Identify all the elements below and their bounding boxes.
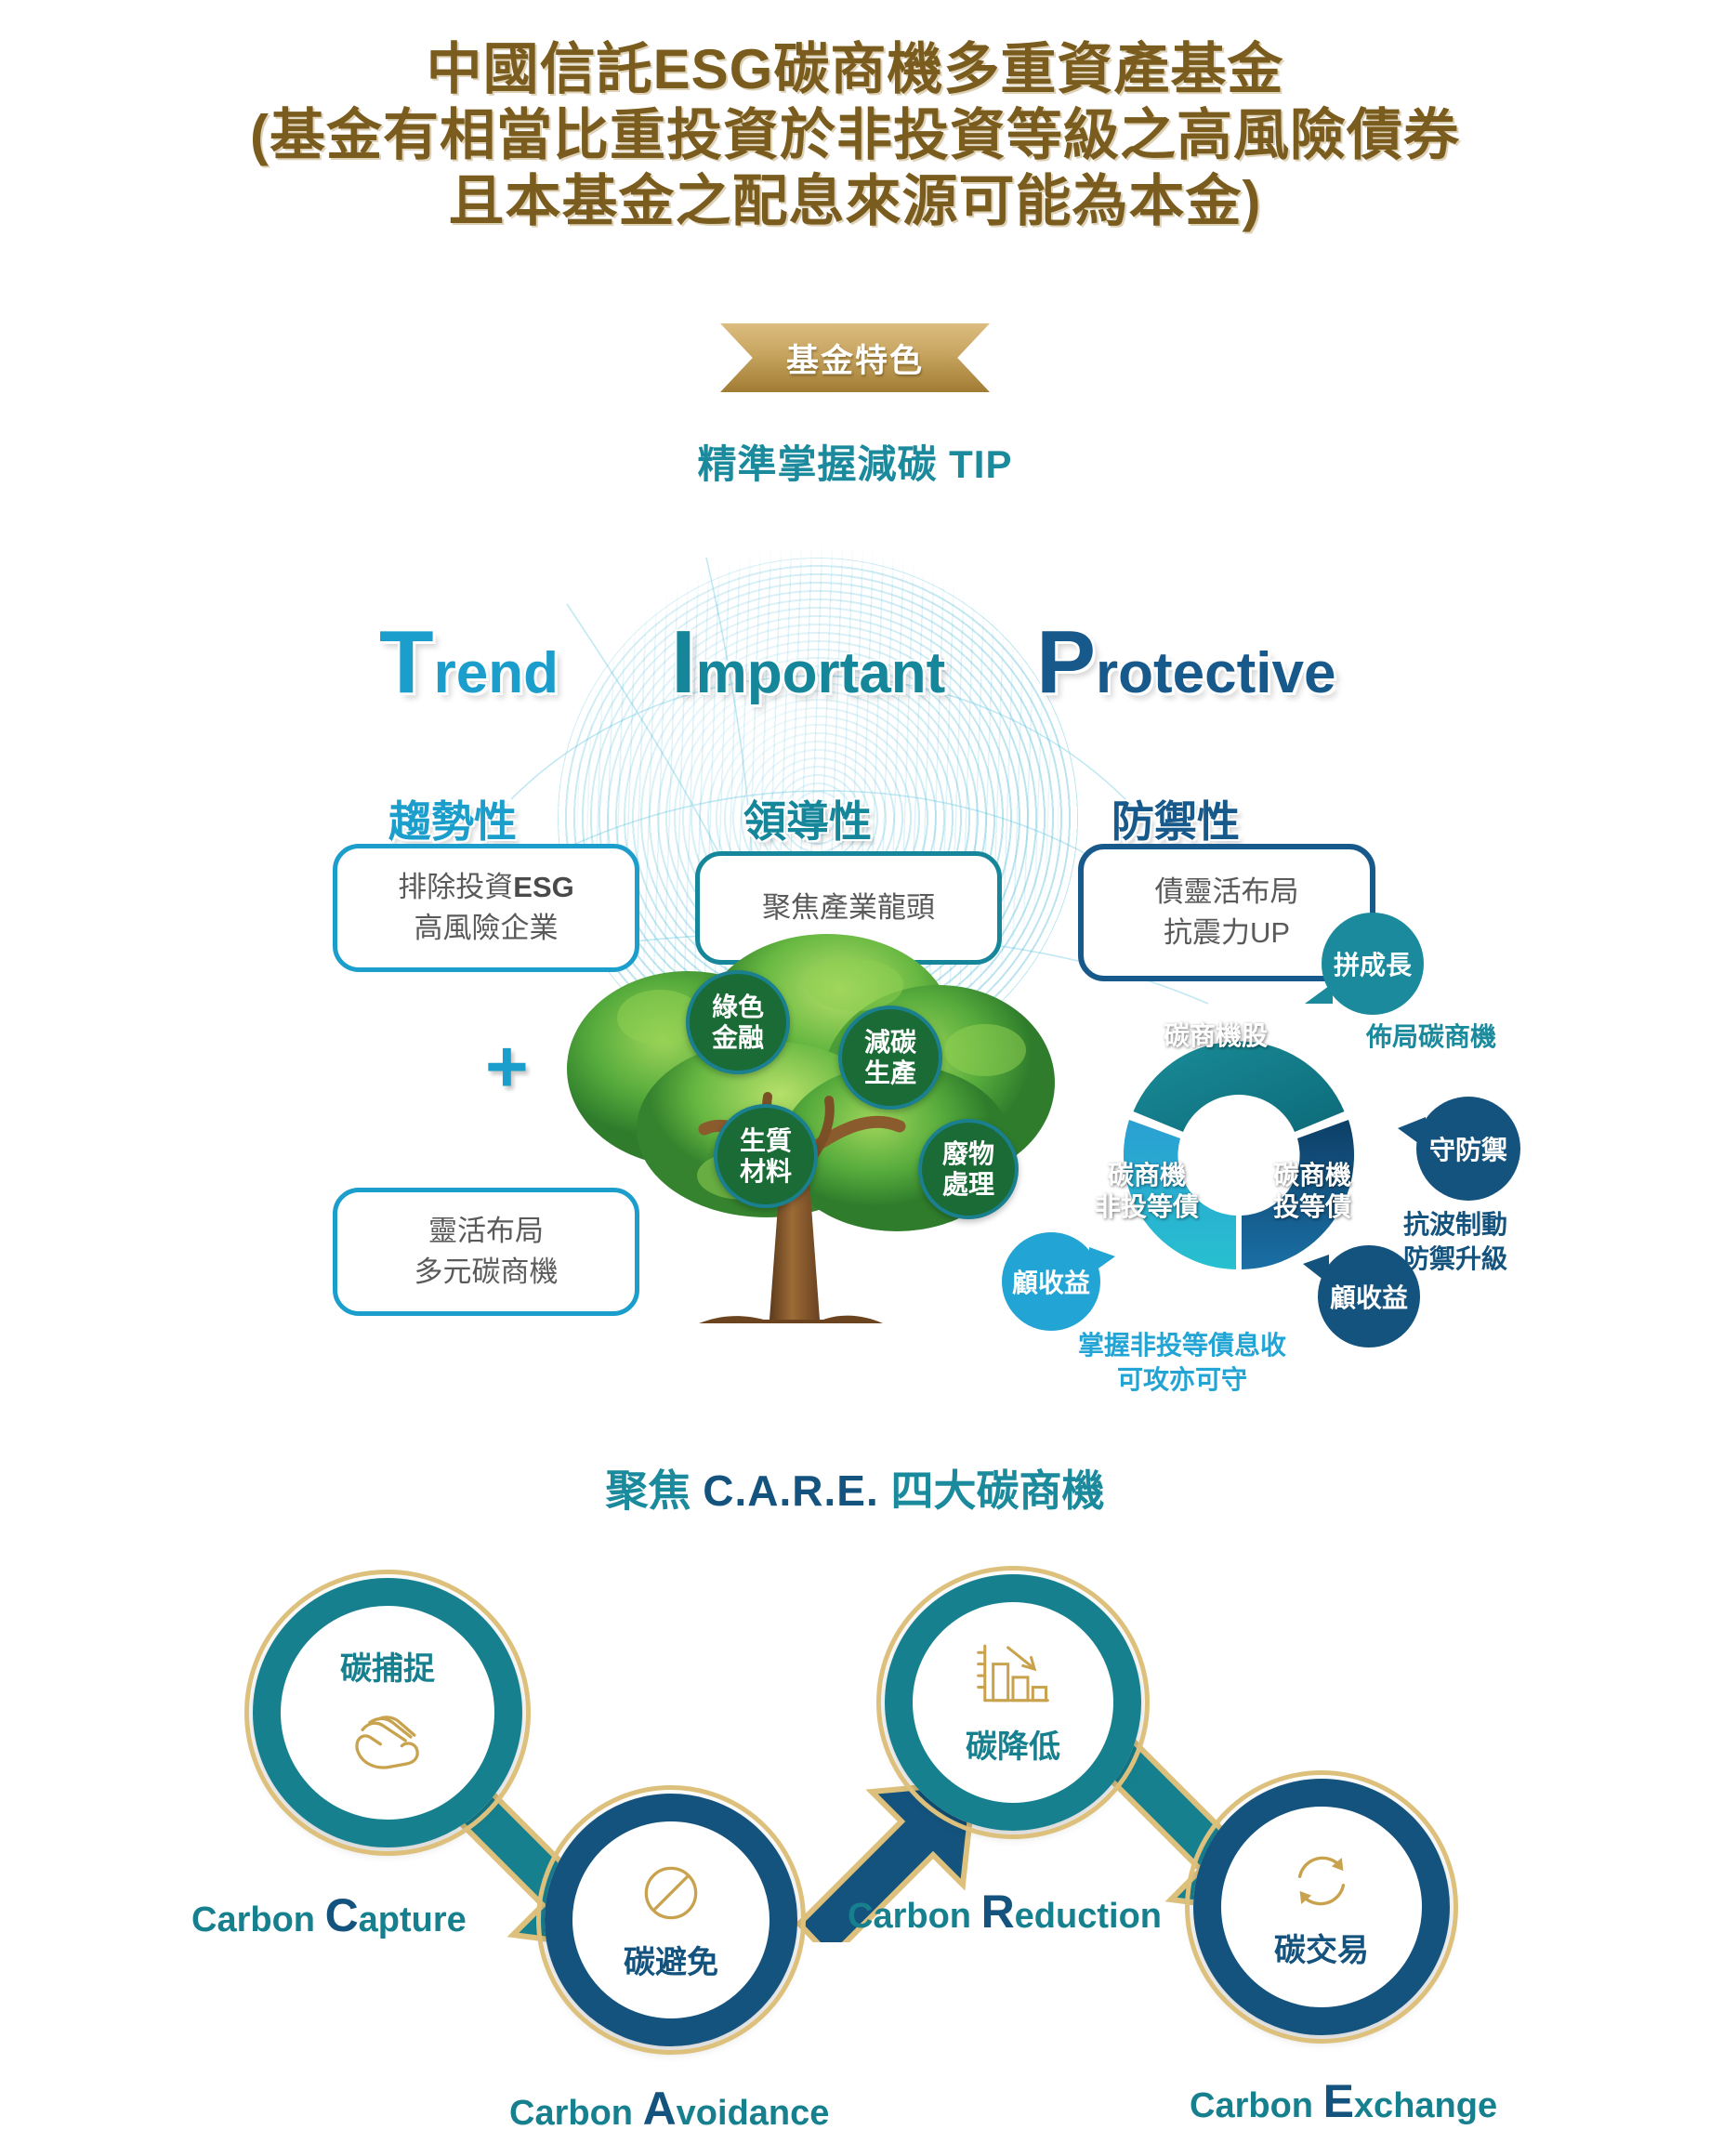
circle-gold-ring <box>536 1785 806 2055</box>
donut-segment-carbon-stocks <box>1133 1041 1345 1132</box>
tip-box-protective-line1: 債靈活布局 <box>1154 874 1299 908</box>
care-circle-carbon-exchange: 碳交易 <box>1185 1770 1458 2044</box>
title-line-2: (基金有相當比重投資於非投資等級之高風險債券 <box>250 103 1460 166</box>
circle-gold-ring <box>1185 1770 1458 2044</box>
callout-caption-defense: 抗波制動防禦升級 <box>1403 1210 1508 1273</box>
care-circle-carbon-avoidance: 碳避免 <box>536 1785 806 2055</box>
tip-cn-label-protective: 防禦性 <box>1112 797 1240 846</box>
care-heading-post: 四大碳商機 <box>878 1466 1105 1515</box>
callout-badge-income-left: 顧收益 <box>1002 1232 1115 1331</box>
care-label-carbon-exchange: 碳交易 <box>1274 1932 1369 1968</box>
callout-badge-defense: 守防禦 <box>1398 1097 1520 1201</box>
callout-badge-income-right: 顧收益 <box>1303 1245 1420 1348</box>
bubble-tail-icon <box>1303 1255 1329 1284</box>
plus-icon: + <box>485 1025 529 1108</box>
bubble-tail-icon <box>1305 983 1333 1004</box>
tip-cap-I: I <box>671 612 696 712</box>
tip-box-flexible: 靈活布局 多元碳商機 <box>333 1188 639 1316</box>
tip-box-flexible-line1: 靈活布局 <box>428 1214 544 1247</box>
green-bubble-green-finance: 綠色金融 <box>686 970 790 1074</box>
asset-allocation-donut-chart <box>1123 1041 1355 1269</box>
donut-label-carbon-stocks: 碳商機股 <box>1164 1021 1269 1050</box>
tip-box-trend-line1: 排除投資ESG <box>398 870 574 903</box>
tip-word-trend: Trend <box>379 611 559 714</box>
recycle-arrows-icon <box>1297 1856 1346 1905</box>
tip-cap-T: T <box>379 612 434 712</box>
hands-icon <box>355 1715 419 1769</box>
care-en-carbon-exchange: Carbon Exchange <box>1190 2075 1498 2127</box>
tip-subtitle: 精準掌握減碳 TIP <box>697 442 1013 486</box>
title-line-3: 且本基金之配息來源可能為本金) <box>448 169 1262 232</box>
bubble-tail-icon <box>1398 1117 1426 1149</box>
tip-cap-P: P <box>1036 612 1097 712</box>
callout-badge-growth: 拼成長 <box>1305 913 1424 1015</box>
care-en-carbon-avoidance: Carbon Avoidance <box>509 2083 830 2135</box>
care-circle-carbon-capture: 碳捕捉 <box>244 1570 531 1856</box>
tip-cn-label-trend: 趨勢性 <box>388 797 517 846</box>
tip-cn-label-important: 領導性 <box>743 797 872 846</box>
care-en-carbon-capture: Carbon Capture <box>191 1889 467 1941</box>
care-label-carbon-capture: 碳捕捉 <box>340 1650 435 1687</box>
declining-bar-chart-icon <box>977 1644 1049 1702</box>
tip-box-flexible-line2: 多元碳商機 <box>414 1255 559 1288</box>
tip-box-important-line1: 聚焦產業龍頭 <box>762 890 935 924</box>
circle-gold-ring <box>244 1570 531 1856</box>
tip-box-protective-line2: 抗震力UP <box>1163 916 1291 949</box>
arrow-avoidance-to-reduction <box>795 1779 978 1942</box>
callout-caption-income: 掌握非投等債息收可攻亦可守 <box>1078 1331 1287 1394</box>
green-bubble-biomaterials: 生質材料 <box>714 1104 818 1208</box>
tip-rest-trend: rend <box>433 641 559 705</box>
green-bubble-waste-treatment: 廢物處理 <box>918 1119 1019 1219</box>
tip-rest-protective: rotective <box>1096 641 1336 705</box>
care-label-carbon-reduction: 碳降低 <box>966 1729 1060 1765</box>
care-en-carbon-reduction: Carbon Reduction <box>848 1886 1162 1938</box>
fund-feature-ribbon: 基金特色 <box>720 323 990 392</box>
title-line-1: 中國信託ESG碳商機多重資產基金 <box>426 38 1284 100</box>
care-heading-acronym: C.A.R.E. <box>703 1466 879 1515</box>
callout-caption-growth: 佈局碳商機 <box>1366 1022 1497 1051</box>
care-circle-carbon-reduction: 碳降低 <box>876 1566 1150 1839</box>
tip-word-important: Important <box>671 611 945 714</box>
donut-segment-carbon-investment-grade <box>1242 1120 1355 1269</box>
tip-box-trend-line2: 高風險企業 <box>414 912 559 944</box>
prohibition-icon <box>644 1866 698 1919</box>
care-heading-pre: 聚焦 <box>605 1466 704 1515</box>
care-section-heading: 聚焦 C.A.R.E. 四大碳商機 <box>0 1457 1710 1518</box>
ribbon-shape <box>720 323 990 392</box>
ribbon-label: 基金特色 <box>785 342 924 379</box>
donut-label-carbon-high-yield: 碳商機非投等債 <box>1095 1161 1200 1221</box>
tip-word-protective: Protective <box>1036 611 1335 714</box>
tip-box-trend: 排除投資ESG 高風險企業 <box>333 844 639 972</box>
bubble-tail-icon <box>1089 1247 1115 1275</box>
circle-gold-ring <box>876 1566 1150 1839</box>
donut-segment-carbon-high-yield <box>1123 1120 1236 1269</box>
page-title: 中國信託ESG碳商機多重資產基金 (基金有相當比重投資於非投資等級之高風險債券 … <box>0 37 1710 234</box>
tip-rest-important: mportant <box>695 641 946 705</box>
donut-label-carbon-investment-grade: 碳商機投等債 <box>1273 1161 1352 1221</box>
care-label-carbon-avoidance: 碳避免 <box>624 1944 718 1980</box>
green-bubble-low-carbon-production: 減碳生產 <box>838 1006 942 1110</box>
